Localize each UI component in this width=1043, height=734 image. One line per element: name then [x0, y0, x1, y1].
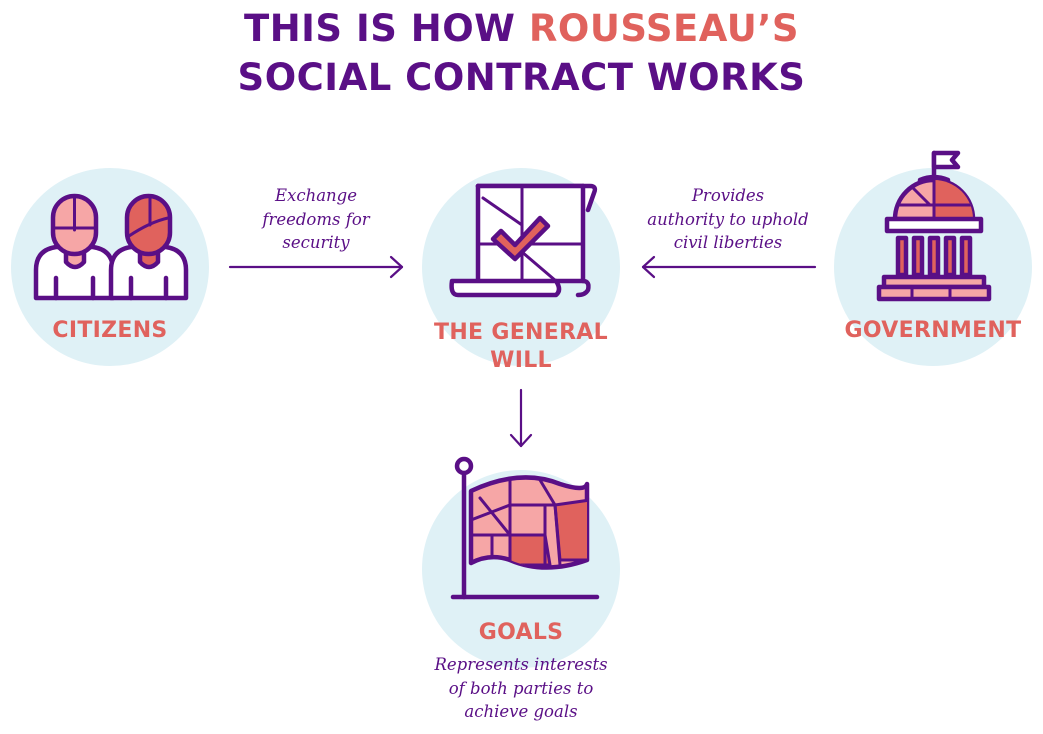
- arrow-will-to-goals: [509, 388, 533, 448]
- scroll-checkmark-icon: [449, 183, 598, 298]
- general-will-label-line-2: WILL: [490, 348, 552, 373]
- title-accent: ROUSSEAU’S: [528, 7, 800, 50]
- arrow-citizens-to-will: [228, 255, 404, 279]
- title-line-1: THIS IS HOW ROUSSEAU’S: [243, 7, 800, 50]
- goals-caption: Represents interests of both parties to …: [434, 655, 608, 721]
- flag-icon: [450, 456, 600, 600]
- goals-label: GOALS: [478, 620, 564, 645]
- arrow-government-to-will: [641, 255, 817, 279]
- two-people-icon: [33, 193, 189, 301]
- citizens-edge-caption: Exchange freedoms for security: [262, 186, 370, 252]
- citizens-label: CITIZENS: [52, 318, 168, 343]
- government-label: GOVERNMENT: [844, 318, 1022, 343]
- general-will-label: THE GENERAL WILL: [412, 319, 630, 375]
- general-will-label-line-1: THE GENERAL: [434, 320, 608, 345]
- title-line-2: SOCIAL CONTRACT WORKS: [237, 56, 806, 99]
- capitol-dome-icon: [876, 150, 992, 302]
- government-edge-caption: Provides authority to uphold civil liber…: [647, 186, 809, 252]
- page-title: THIS IS HOW ROUSSEAU’S SOCIAL CONTRACT W…: [0, 4, 1043, 102]
